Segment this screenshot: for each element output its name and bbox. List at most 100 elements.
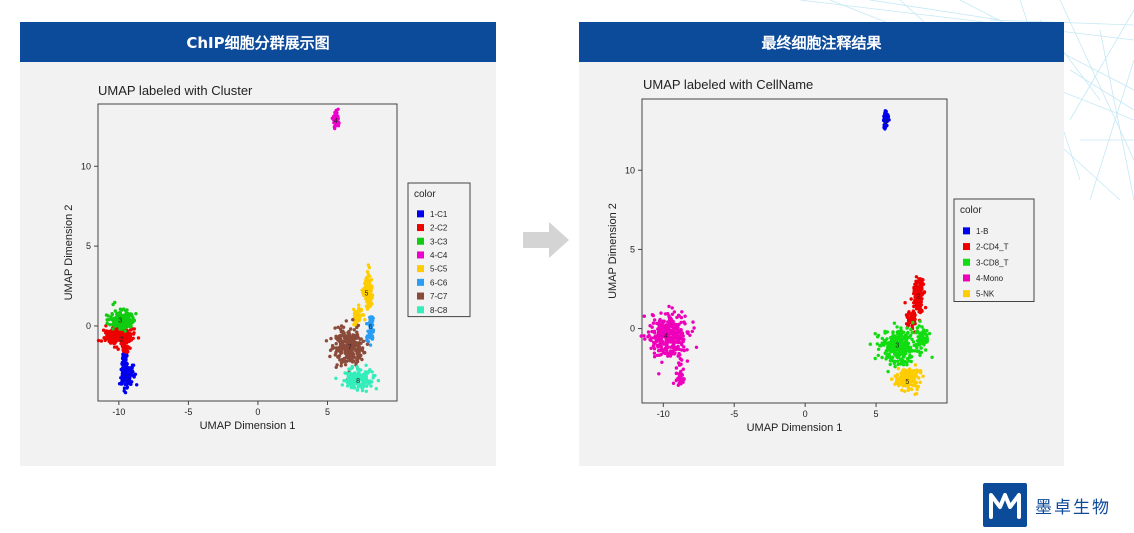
- data-point: [677, 347, 681, 351]
- data-point: [918, 353, 922, 357]
- data-point: [128, 328, 133, 332]
- data-point: [898, 382, 902, 386]
- data-point: [370, 370, 374, 374]
- data-point: [132, 327, 136, 331]
- data-point: [917, 331, 921, 335]
- data-point: [330, 347, 334, 351]
- data-point: [921, 332, 925, 337]
- left-banner-title: ChIP细胞分群展示图: [20, 22, 496, 62]
- data-point: [650, 325, 654, 329]
- data-point: [657, 323, 661, 327]
- data-point: [670, 312, 675, 316]
- data-point: [881, 341, 886, 345]
- data-point: [365, 378, 369, 383]
- data-point: [367, 331, 372, 336]
- data-point: [917, 324, 921, 328]
- data-point: [668, 322, 672, 326]
- data-point: [919, 300, 923, 304]
- data-point: [660, 360, 664, 364]
- data-point: [353, 320, 357, 324]
- data-point: [665, 348, 669, 353]
- legend-entry: 8-C8: [430, 306, 448, 315]
- chart-title: UMAP labeled with Cluster: [98, 83, 253, 98]
- data-point: [892, 321, 897, 325]
- data-point: [899, 360, 904, 365]
- data-point: [678, 357, 682, 361]
- data-point: [905, 381, 910, 385]
- data-point: [362, 293, 366, 298]
- data-point: [651, 321, 656, 325]
- data-point: [888, 362, 892, 367]
- data-point: [650, 313, 655, 317]
- data-point: [123, 354, 128, 358]
- data-point: [661, 328, 665, 333]
- data-point: [902, 335, 906, 339]
- cluster-label: 3: [895, 342, 899, 349]
- data-point: [332, 125, 337, 129]
- data-point: [901, 384, 905, 388]
- data-point: [357, 303, 361, 307]
- data-point: [342, 334, 346, 338]
- data-point: [686, 331, 690, 335]
- y-tick-label: 0: [630, 324, 635, 334]
- data-point: [347, 380, 351, 384]
- data-point: [893, 364, 897, 369]
- data-point: [357, 382, 361, 386]
- data-point: [366, 263, 371, 267]
- data-point: [669, 339, 673, 343]
- data-point: [341, 360, 345, 364]
- y-tick-label: 10: [625, 165, 635, 175]
- series-5-C5: [351, 263, 375, 327]
- data-point: [110, 312, 114, 316]
- data-point: [365, 342, 370, 346]
- x-tick-label: 0: [255, 407, 260, 417]
- data-point: [655, 339, 659, 344]
- data-point: [681, 367, 685, 371]
- data-point: [883, 329, 887, 334]
- data-point: [113, 340, 118, 344]
- data-point: [102, 336, 107, 340]
- data-point: [673, 351, 677, 355]
- data-point: [660, 339, 664, 343]
- data-point: [369, 303, 373, 307]
- data-point: [680, 310, 684, 314]
- data-point: [899, 339, 903, 343]
- data-point: [672, 310, 677, 314]
- data-point: [675, 378, 679, 382]
- data-point: [335, 118, 339, 122]
- data-point: [347, 374, 352, 378]
- data-point: [678, 371, 682, 375]
- data-point: [136, 336, 141, 340]
- data-point: [913, 384, 917, 388]
- cluster-label: 7: [348, 345, 352, 352]
- y-tick-label: 5: [630, 244, 635, 254]
- data-point: [349, 335, 354, 339]
- series-3-C3: [104, 300, 138, 333]
- data-point: [671, 332, 675, 337]
- cluster-label: 3: [118, 318, 122, 325]
- data-point: [127, 336, 131, 340]
- data-point: [339, 364, 343, 368]
- data-point: [896, 359, 900, 363]
- data-point: [885, 113, 890, 117]
- data-point: [346, 352, 350, 356]
- data-point: [125, 321, 129, 326]
- data-point: [653, 318, 657, 322]
- x-axis-label: UMAP Dimension 1: [747, 422, 843, 434]
- data-point: [911, 311, 915, 315]
- data-point: [133, 372, 138, 376]
- data-point: [922, 336, 926, 340]
- data-point: [657, 353, 661, 357]
- legend-entry: 6-C6: [430, 278, 448, 287]
- data-point: [374, 387, 378, 391]
- data-point: [925, 338, 929, 342]
- data-point: [642, 314, 646, 318]
- data-point: [353, 310, 357, 314]
- legend-swatch: [417, 265, 424, 273]
- data-point: [351, 318, 355, 322]
- data-point: [366, 381, 371, 385]
- data-point: [914, 275, 919, 279]
- data-point: [356, 335, 360, 340]
- legend-title: color: [414, 189, 436, 200]
- cluster-label: 5: [905, 379, 909, 386]
